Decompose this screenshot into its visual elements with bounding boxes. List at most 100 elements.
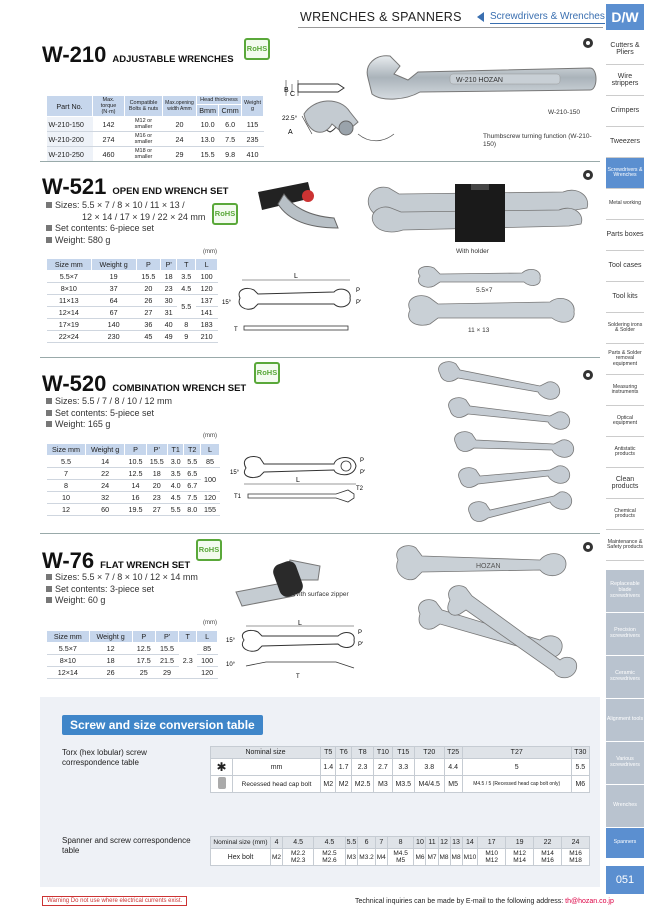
table-header: Weight g [90,258,137,271]
contact-email[interactable]: th@hozan.co.jp [565,898,614,905]
table-cell: 23 [160,282,177,295]
svg-text:T: T [296,674,300,680]
table-cell: 19 [91,270,137,283]
product-name: ADJUSTABLE WRENCHES [112,54,234,65]
table-cell: 25 [132,666,156,679]
w210-heading: W-210 ADJUSTABLE WRENCHES [42,42,234,68]
sidebar-item-label: Parts boxes [606,231,644,239]
table-cell: 140 [91,318,137,331]
svg-text:P: P [356,288,360,294]
table-cell: M6 [413,848,427,866]
subcategory-label: Spanners [613,839,637,846]
table-cell: M10 [461,848,479,866]
unit-label: (mm) [203,249,217,255]
sidebar-item[interactable]: Screwdrivers & Wrenches [606,158,644,189]
table-cell: 141 [195,306,218,319]
sidebar-item[interactable]: Measuring instruments [606,375,644,406]
table-cell: 27 [146,503,168,516]
product-marker-icon [583,170,593,180]
sidebar-item[interactable]: Crimpers [606,96,644,127]
table-header: T [178,630,198,643]
subcategory-item[interactable]: Spanners [606,828,644,858]
bolt-icon-cell [210,775,233,793]
table-cell: 120 [200,491,220,504]
table-cell: M18 or smaller [124,146,163,162]
table-cell: 11×13 [46,294,92,307]
table-cell: M8 [437,848,451,866]
table-cell: M16 M18 [561,848,590,866]
table-header: Cmm [218,104,242,117]
table-header: P [135,258,162,271]
subcategory-item[interactable]: Precision screwdrivers [606,613,644,655]
spec-item: 12 × 14 / 17 × 19 / 22 × 24 mm [82,211,206,222]
table-cell: 15.5 [155,642,179,655]
adjustable-wrench-image: W-210 HOZAN W-210-150 [366,55,597,116]
sidebar-item[interactable]: Wire strippers [606,65,644,96]
table-cell: 100 [200,467,220,492]
table-cell: 6.7 [183,479,201,492]
sidebar-item[interactable]: Antistatic products [606,437,644,468]
table-cell: 37 [91,282,137,295]
contact-text: Technical inquiries can be made by E-mai… [355,898,564,905]
sidebar-item[interactable]: Cutters & Pliers [606,34,644,65]
subcategory-item[interactable]: Ceramic screwdrivers [606,656,644,698]
table-header: T25 [443,746,463,759]
section-tab[interactable]: D/W [606,4,644,30]
table-cell: 2.3 [178,642,197,679]
sidebar-item[interactable]: Clean products [606,468,644,499]
sidebar-item-label: Tool cases [608,262,642,270]
sidebar-item[interactable]: Soldering irons & Solder [606,313,644,344]
table-cell: M6 [570,775,591,793]
sidebar-item[interactable]: Parts & Solder removal equipment [606,344,644,375]
table-cell: M2 [335,775,352,793]
sidebar-item[interactable]: Tweezers [606,127,644,158]
product-marker-icon [583,38,593,48]
table-header: Size mm [46,443,86,456]
sidebar-item[interactable]: Optical equipment [606,406,644,437]
subcategory-item[interactable]: Wrenches [606,785,644,827]
table-cell: 10 [46,491,86,504]
table-cell: 45 [136,330,161,343]
table-cell: 22×24 [46,330,92,343]
table-cell: 29 [155,666,179,679]
svg-text:5.5×7: 5.5×7 [476,287,493,294]
unit-label: (mm) [203,433,217,439]
spec-item: Sizes: 5.5 / 7 / 8 / 10 / 12 mm [46,396,172,408]
table-cell: 13.0 [196,131,219,147]
rohs-badge: RoHS [196,539,222,561]
subcategory-label: Alignment tools [606,716,644,723]
sidebar-item[interactable]: Parts boxes [606,220,644,251]
table-cell: M2 [320,775,337,793]
table-header: 4.5 [282,836,315,849]
table-cell: 6.5 [183,467,201,480]
subcategory-item[interactable]: Various screwdrivers [606,742,644,784]
breadcrumb-link[interactable]: Screwdrivers & Wrenches [490,11,605,24]
sidebar-item[interactable]: Chemical products [606,499,644,530]
sidebar-item[interactable]: Metal working [606,189,644,220]
subcategory-item[interactable]: Replaceable blade screwdrivers [606,570,644,612]
product-name: COMBINATION WRENCH SET [112,383,247,394]
table-header: T2 [183,443,202,456]
table-cell: 12 [89,642,133,655]
sidebar-item[interactable]: Maintenance & Safety products [606,530,644,561]
product-name: OPEN END WRENCH SET [112,186,229,197]
table-cell: 8.0 [183,503,201,516]
table-cell: 3.5 [176,270,196,283]
sidebar-item[interactable]: Tool cases [606,251,644,282]
sidebar-item[interactable]: Tool kits [606,282,644,313]
table-header: 12 [437,836,451,849]
table-cell: M4 [374,848,388,866]
holder-caption: With holder [456,248,489,255]
table-cell: 15.5 [196,146,219,162]
sidebar-item-label: Cutters & Pliers [610,41,640,56]
table-cell: M3 [373,775,393,793]
subcategory-item[interactable]: Alignment tools [606,699,644,741]
table-header: T27 [461,746,572,759]
table-header: P' [160,258,178,271]
